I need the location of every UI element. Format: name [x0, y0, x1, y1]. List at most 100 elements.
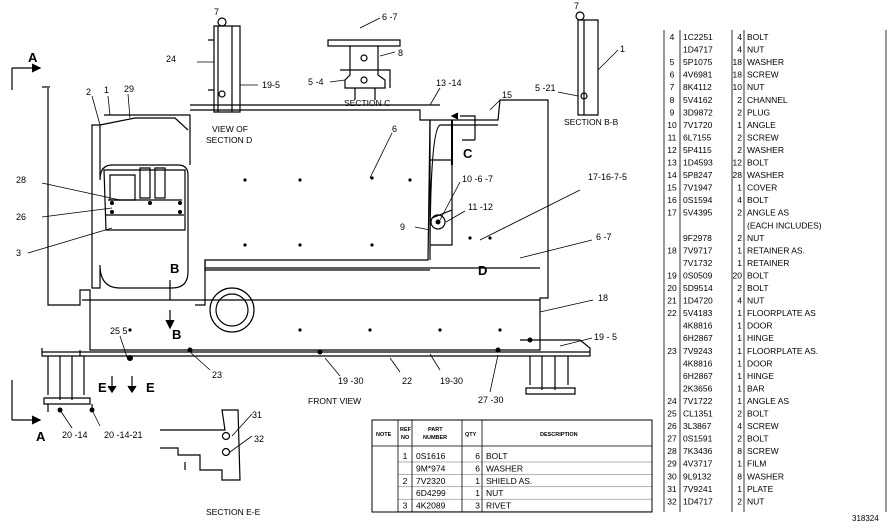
- callout-10-6-7: 10 -6 -7: [462, 174, 493, 184]
- parts-list-desc-cell: BOLT: [747, 195, 769, 205]
- parts-list-ref-cell: 28: [667, 446, 677, 456]
- parts-list-qty-cell: 28: [733, 170, 743, 180]
- callout-27-30: 27 -30: [478, 395, 504, 405]
- parts-list-ref-cell: 26: [667, 421, 677, 431]
- parts-list-desc-cell: RETAINER AS.: [747, 245, 805, 255]
- parts-list-qty-cell: 18: [733, 57, 743, 67]
- parts-list-desc-cell: WASHER: [747, 170, 784, 180]
- parts-list-part-cell: 7V1947: [683, 183, 713, 193]
- view-d-label-1: VIEW OF: [212, 124, 248, 134]
- callout-26: 26: [16, 212, 26, 222]
- parts-list-part-cell: 5V4395: [683, 208, 713, 218]
- callout-19-5-a: 19-5: [262, 80, 280, 90]
- parts-list-desc-cell: SCREW: [747, 446, 779, 456]
- letter-b-1: B: [170, 261, 179, 276]
- view-letters: A A B B C D E E: [28, 50, 487, 444]
- parts-list-part-cell: 7K3436: [683, 446, 713, 456]
- small-table-ref-cell: 3: [403, 501, 408, 511]
- parts-list-qty-cell: 4: [737, 195, 742, 205]
- parts-list-ref-cell: 13: [667, 158, 677, 168]
- parts-list-qty-cell: 4: [737, 296, 742, 306]
- parts-list-part-cell: 7V9241: [683, 484, 713, 494]
- parts-list-ref-cell: 18: [667, 245, 677, 255]
- callout-6-7-a: 6 -7: [382, 12, 398, 22]
- parts-list-ref-cell: 4: [670, 32, 675, 42]
- parts-list-ref-cell: 17: [667, 208, 677, 218]
- parts-list-ref-cell: 15: [667, 183, 677, 193]
- parts-list-qty-cell: 2: [737, 434, 742, 444]
- small-table-qty-cell: 1: [475, 488, 480, 498]
- small-table-qty-cell: 6: [475, 451, 480, 461]
- parts-list-desc-cell: HINGE: [747, 371, 774, 381]
- parts-list-ref-cell: 22: [667, 308, 677, 318]
- small-table-qty-cell: 1: [475, 476, 480, 486]
- callout-31: 31: [252, 410, 262, 420]
- small-table-part-cell: 7V2320: [416, 476, 446, 486]
- small-table-header-qty: QTY: [465, 432, 477, 438]
- parts-list-qty-cell: 10: [733, 82, 743, 92]
- small-table-header-part-2: NUMBER: [423, 435, 447, 441]
- parts-list-desc-cell: BOLT: [747, 283, 769, 293]
- parts-list-part-cell: 1D4717: [683, 45, 713, 55]
- small-table-qty-cell: 6: [475, 463, 480, 473]
- small-table-part-cell: 9M*974: [416, 463, 446, 473]
- parts-list-qty-cell: 1: [737, 333, 742, 343]
- parts-list-qty-cell: 2: [737, 145, 742, 155]
- parts-list-desc-cell: PLATE: [747, 484, 774, 494]
- parts-list-part-cell: 1D4593: [683, 158, 713, 168]
- small-table-header-note: NOTE: [376, 432, 392, 438]
- parts-list-ref-cell: 32: [667, 496, 677, 506]
- section-c-label: SECTION C: [344, 98, 390, 108]
- letter-d: D: [478, 263, 487, 278]
- section-ee-label: SECTION E-E: [206, 507, 261, 517]
- small-table-desc-cell: RIVET: [486, 501, 511, 511]
- parts-list-part-cell: 5V4162: [683, 95, 713, 105]
- parts-list-part-cell: 4V6981: [683, 70, 713, 80]
- parts-list-part-cell: 0S0509: [683, 270, 713, 280]
- parts-list-desc-cell: BOLT: [747, 158, 769, 168]
- parts-list-qty-cell: 2: [737, 283, 742, 293]
- small-table-header-ref-1: REF: [400, 427, 412, 433]
- parts-list-qty-cell: 2: [737, 95, 742, 105]
- callout-18: 18: [598, 293, 608, 303]
- small-table-ref-cell: 1: [403, 451, 408, 461]
- parts-list-desc-cell: ANGLE AS: [747, 396, 789, 406]
- callout-labels: 7 6 -7 8 24 19-5 5 -4 7 1 5 -21 2 1 29 1…: [16, 1, 627, 444]
- front-view-label: FRONT VIEW: [308, 396, 361, 406]
- parts-list-desc-cell: NUT: [747, 233, 764, 243]
- small-parts-table: NOTE REF NO PART NUMBER QTY DESCRIPTION …: [371, 419, 653, 513]
- callout-6: 6: [392, 124, 397, 134]
- parts-list-qty-cell: 1: [737, 183, 742, 193]
- letter-b-2: B: [172, 327, 181, 342]
- parts-list-qty-cell: 1: [737, 308, 742, 318]
- callout-1-a: 1: [620, 44, 625, 54]
- callout-25-5: 25 5: [110, 326, 128, 336]
- parts-list-part-cell: 5P4115: [683, 145, 712, 155]
- parts-list-ref-cell: 21: [667, 296, 677, 306]
- callout-3: 3: [16, 248, 21, 258]
- parts-list-qty-cell: 2: [737, 233, 742, 243]
- callout-19-30-a: 19 -30: [338, 376, 364, 386]
- parts-list-desc-cell: SCREW: [747, 70, 779, 80]
- small-table-desc-cell: BOLT: [486, 451, 508, 461]
- callout-15: 15: [502, 90, 512, 100]
- parts-list-part-cell: 1D4717: [683, 496, 713, 506]
- parts-list-ref-cell: 20: [667, 283, 677, 293]
- small-table-desc-cell: WASHER: [486, 463, 523, 473]
- parts-list-qty-cell: 1: [737, 346, 742, 356]
- parts-list-qty-cell: 4: [737, 421, 742, 431]
- parts-list-qty-cell: 8: [737, 446, 742, 456]
- parts-list-ref-cell: 30: [667, 471, 677, 481]
- letter-c: C: [463, 146, 473, 161]
- callout-28: 28: [16, 175, 26, 185]
- callout-20-14: 20 -14: [62, 430, 88, 440]
- parts-list-desc-cell: NUT: [747, 45, 764, 55]
- parts-list-desc-cell: BAR: [747, 383, 764, 393]
- parts-list-qty-cell: 12: [733, 158, 743, 168]
- parts-list-qty-cell: 2: [737, 107, 742, 117]
- letter-e-1: E: [98, 380, 107, 395]
- section-bb-label: SECTION B-B: [564, 117, 619, 127]
